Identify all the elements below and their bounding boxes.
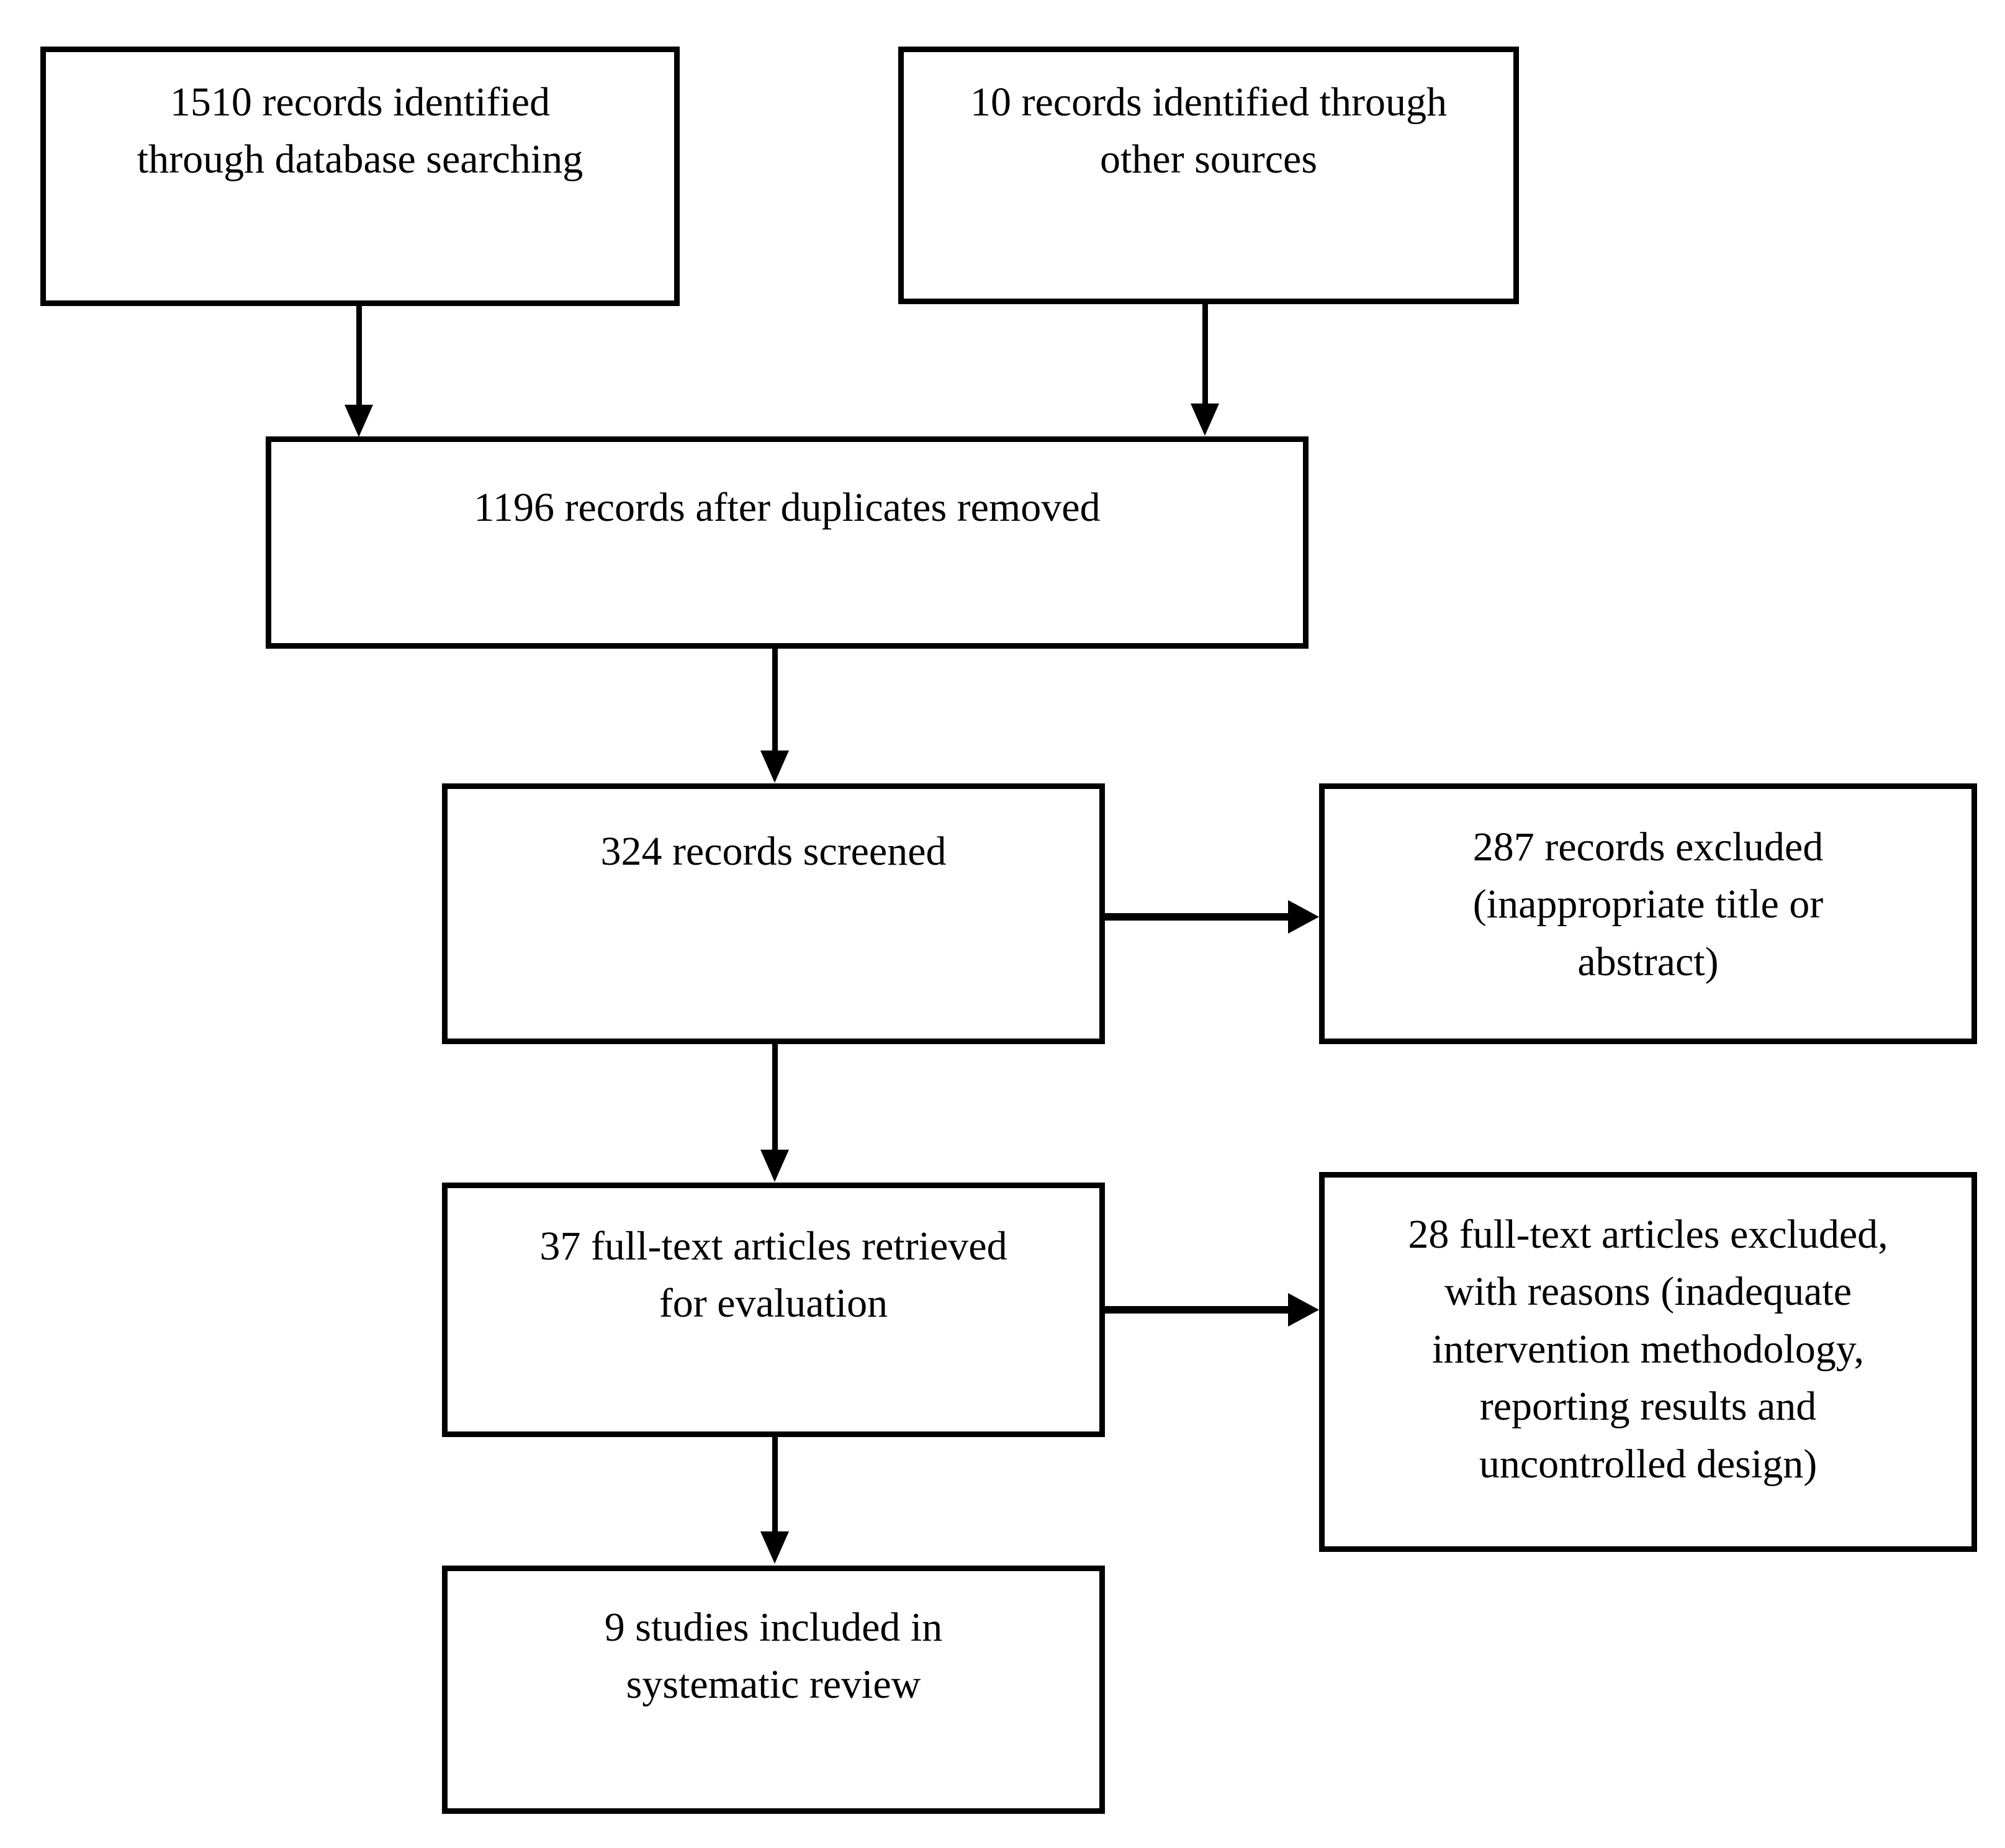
arrowhead-right-icon: [1288, 1293, 1319, 1327]
arrow-line: [772, 649, 778, 754]
node-fulltext-articles-retrieved: 37 full-text articles retrieved for eval…: [442, 1183, 1105, 1437]
arrow-line: [1105, 1306, 1288, 1314]
node-records-screened: 324 records screened: [442, 783, 1105, 1044]
node-label: 1510 records identified through database…: [137, 79, 583, 183]
node-label: 1196 records after duplicates removed: [474, 485, 1101, 530]
arrow-line: [1105, 913, 1288, 921]
node-label: 324 records screened: [600, 829, 947, 874]
node-label: 10 records identified through other sour…: [970, 79, 1447, 183]
node-records-excluded: 287 records excluded (inappropriate titl…: [1319, 783, 1977, 1044]
node-label: 28 full-text articles excluded, with rea…: [1408, 1212, 1888, 1487]
arrow-line: [772, 1044, 778, 1153]
node-label: 287 records excluded (inappropriate titl…: [1472, 824, 1824, 985]
arrowhead-down-icon: [760, 1531, 789, 1564]
node-label: 37 full-text articles retrieved for eval…: [539, 1224, 1007, 1327]
node-records-identified-database: 1510 records identified through database…: [40, 47, 680, 306]
arrow-line: [1202, 304, 1208, 407]
node-studies-included: 9 studies included in systematic review: [442, 1566, 1105, 1814]
node-label: 9 studies included in systematic review: [604, 1605, 943, 1708]
arrowhead-down-icon: [760, 750, 789, 783]
arrowhead-down-icon: [345, 405, 373, 437]
node-records-after-duplicates-removed: 1196 records after duplicates removed: [266, 436, 1309, 649]
arrowhead-right-icon: [1288, 900, 1319, 934]
node-fulltext-articles-excluded: 28 full-text articles excluded, with rea…: [1319, 1172, 1977, 1552]
arrow-line: [772, 1437, 778, 1531]
arrow-line: [356, 306, 362, 408]
node-records-identified-other-sources: 10 records identified through other sour…: [898, 47, 1519, 304]
arrowhead-down-icon: [1191, 403, 1219, 436]
arrowhead-down-icon: [760, 1150, 789, 1182]
